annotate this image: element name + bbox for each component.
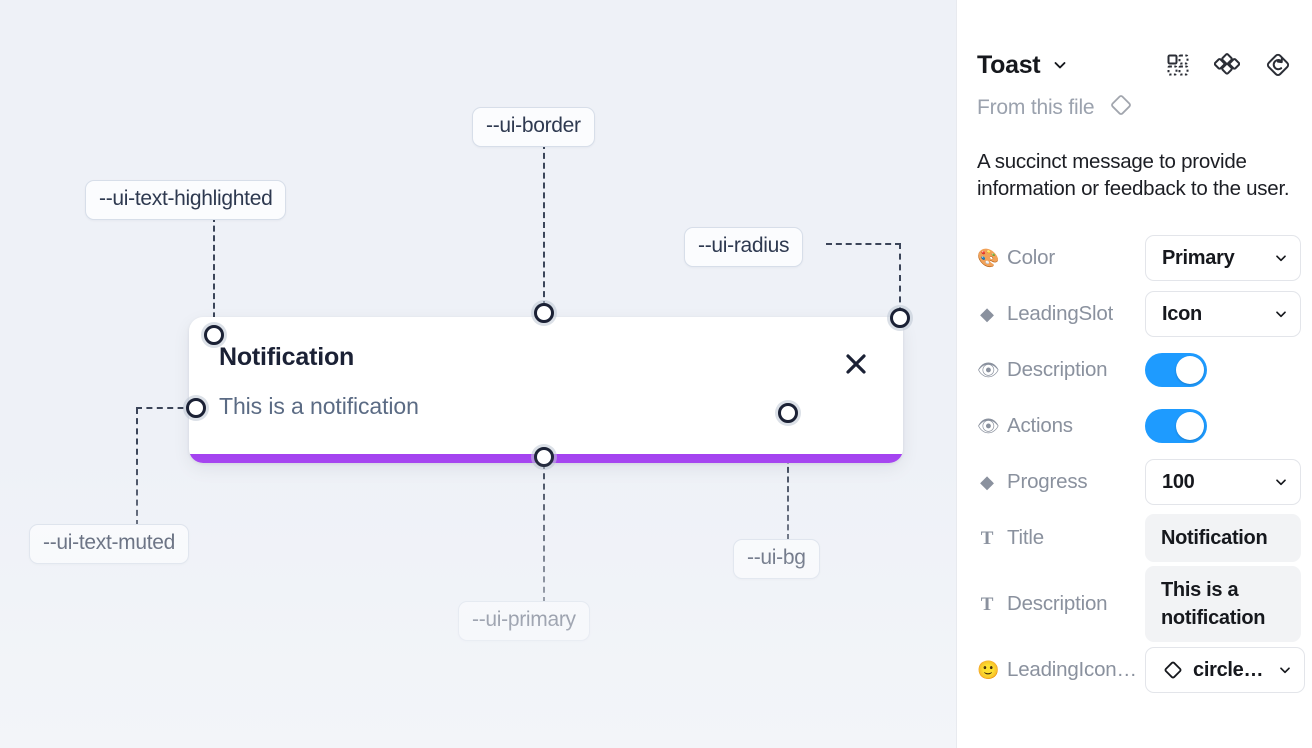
toggle-knob (1176, 412, 1204, 440)
handle-bg[interactable] (778, 403, 798, 423)
progress-select[interactable]: 100 (1145, 459, 1301, 505)
color-select-value: Primary (1162, 246, 1235, 269)
property-row-actions-toggle: 👁 Actions (977, 398, 1292, 454)
palette-icon: 🎨 (977, 248, 1000, 268)
toggle-knob (1176, 356, 1204, 384)
token-label-bg[interactable]: --ui-bg (733, 539, 820, 579)
chevron-down-icon[interactable] (1052, 57, 1068, 73)
property-label-progress: ◆ Progress (977, 470, 1145, 494)
property-row-leadingslot: ◆ LeadingSlot Icon (977, 286, 1301, 342)
property-row-title: T Title Notification (977, 510, 1301, 566)
token-label-radius[interactable]: --ui-radius (684, 227, 804, 267)
page-title: Toast (977, 50, 1041, 79)
title-input[interactable]: Notification (1145, 514, 1301, 562)
component-description: A succinct message to provide informatio… (977, 150, 1290, 200)
diamond-icon: ◆ (980, 304, 994, 324)
color-select[interactable]: Primary (1145, 235, 1301, 281)
property-label-actions-toggle: 👁 Actions (977, 414, 1073, 437)
property-row-description-toggle: 👁 Description (977, 342, 1292, 398)
property-row-progress: ◆ Progress 100 (977, 454, 1301, 510)
leadingslot-select[interactable]: Icon (1145, 291, 1301, 337)
token-label-primary[interactable]: --ui-primary (458, 601, 590, 641)
emoji-icon: 🙂 (977, 660, 1000, 680)
property-row-description-text: T Description This is a notification (977, 566, 1301, 642)
text-type-icon: T (980, 527, 994, 549)
property-list: 🎨 Color Primary ◆ LeadingSlot (977, 230, 1305, 698)
component-grid-icon[interactable] (1166, 53, 1190, 77)
from-this-file-row: From this file (977, 92, 1292, 124)
connector-text-highlighted (213, 216, 215, 328)
token-label-border[interactable]: --ui-border (472, 107, 595, 147)
chevron-down-icon (1274, 251, 1288, 265)
reset-rotate-icon[interactable] (1264, 51, 1292, 79)
connector-radius-horizontal (826, 243, 901, 245)
description-input[interactable]: This is a notification (1145, 566, 1301, 642)
progress-select-value: 100 (1162, 470, 1195, 493)
property-label-leadingicon: 🙂 LeadingIcon… (977, 658, 1137, 681)
toast-title: Notification (219, 343, 355, 371)
property-label-description-toggle: 👁 Description (977, 358, 1108, 381)
property-label-description-text: T Description (977, 592, 1145, 616)
description-toggle[interactable] (1145, 353, 1207, 387)
connector-radius-vertical (899, 243, 901, 313)
handle-primary[interactable] (534, 447, 554, 467)
toast-description: This is a notification (219, 393, 419, 419)
token-label-text-muted[interactable]: --ui-text-muted (29, 524, 190, 564)
eye-icon: 👁 (977, 416, 1000, 436)
connector-border (543, 143, 545, 307)
from-this-file-label: From this file (977, 96, 1095, 119)
panel-header: Toast (977, 0, 1292, 100)
token-label-text-highlighted[interactable]: --ui-text-highlighted (85, 180, 287, 220)
toast-preview-card[interactable]: Notification This is a notification (189, 317, 903, 463)
text-type-icon: T (980, 593, 994, 615)
chevron-down-icon (1278, 663, 1292, 677)
close-icon[interactable] (843, 351, 869, 377)
leadingicon-select-value: circle… (1193, 658, 1264, 681)
connector-primary (543, 463, 545, 603)
connector-text-muted-vertical (136, 408, 138, 526)
property-label-color: 🎨 Color (977, 246, 1055, 269)
leadingicon-select[interactable]: circle… (1145, 647, 1305, 693)
variants-diamond-icon[interactable] (1214, 52, 1240, 78)
canvas-bottom-fade (0, 448, 956, 748)
header-icon-group (1166, 51, 1292, 79)
chevron-down-icon (1274, 307, 1288, 321)
handle-radius[interactable] (890, 308, 910, 328)
properties-panel: Toast (956, 0, 1312, 748)
eye-icon: 👁 (977, 360, 1000, 380)
chevron-down-icon (1274, 475, 1288, 489)
handle-text-muted[interactable] (186, 398, 206, 418)
leadingslot-select-value: Icon (1162, 302, 1202, 325)
diamond-icon (1108, 92, 1134, 124)
design-canvas[interactable]: Notification This is a notification --ui… (0, 0, 956, 748)
diamond-icon: ◆ (980, 472, 994, 492)
property-label-title: T Title (977, 526, 1145, 550)
property-label-leadingslot: ◆ LeadingSlot (977, 302, 1145, 326)
property-row-color: 🎨 Color Primary (977, 230, 1301, 286)
diamond-icon (1162, 659, 1184, 681)
handle-text-highlighted[interactable] (204, 325, 224, 345)
actions-toggle[interactable] (1145, 409, 1207, 443)
handle-border[interactable] (534, 303, 554, 323)
property-row-leadingicon: 🙂 LeadingIcon… circle… (977, 642, 1305, 698)
